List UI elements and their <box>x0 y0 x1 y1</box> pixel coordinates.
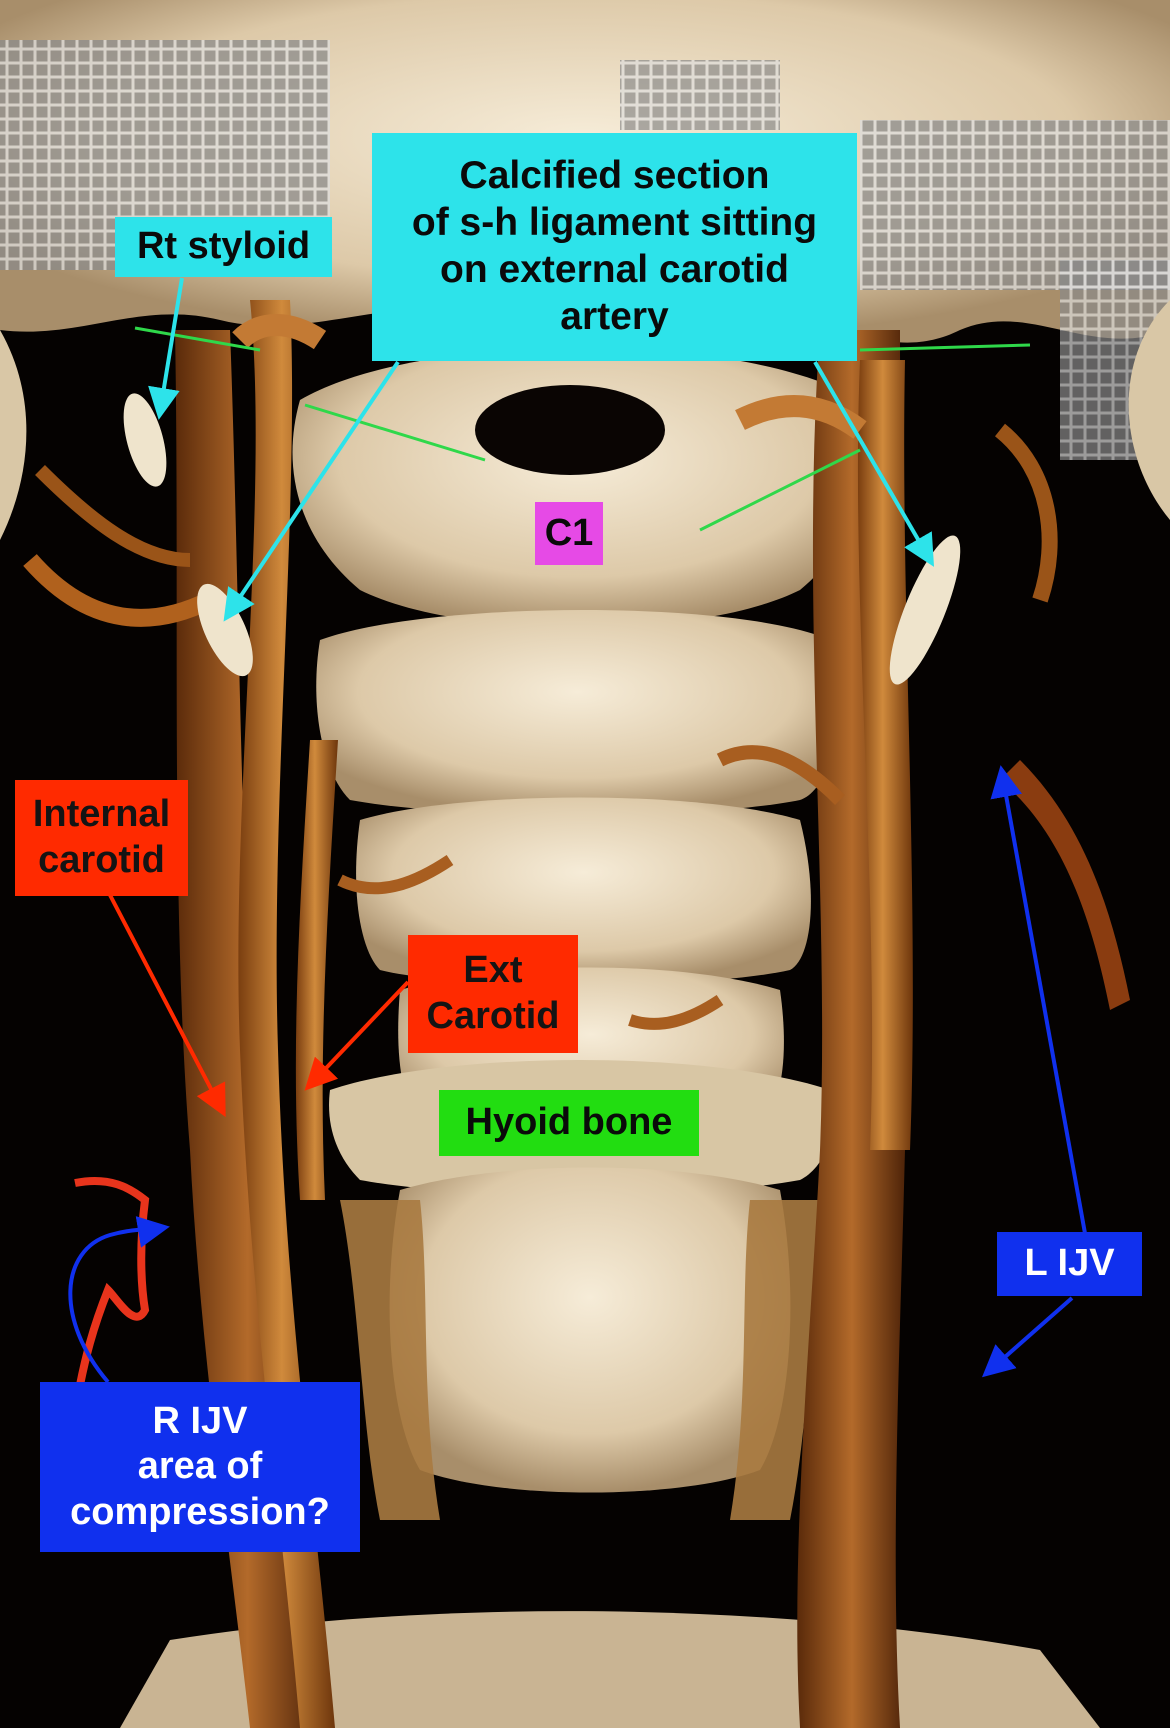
label-rt-styloid-text: Rt styloid <box>136 225 311 268</box>
label-r-ijv-line-1: R IJV <box>152 1399 248 1442</box>
label-r-ijv-line-3: compression? <box>70 1490 330 1533</box>
label-ext-carotid-line-2: Carotid <box>426 995 560 1037</box>
label-internal-carotid-line-1: Internal <box>32 793 171 836</box>
label-ext-carotid-line-1: Ext <box>463 949 523 992</box>
label-l-ijv: L IJV <box>997 1232 1142 1296</box>
label-hyoid-bone-text: Hyoid bone <box>465 1101 673 1144</box>
label-calcified-line-4: artery <box>560 294 669 338</box>
label-r-ijv: R IJV area of compression? <box>40 1382 360 1552</box>
label-calcified-line-2: of s-h ligament sitting <box>411 201 818 245</box>
label-c1-text: C1 <box>544 511 594 554</box>
label-internal-carotid: Internal carotid <box>15 780 188 896</box>
label-r-ijv-line-2: area of <box>137 1445 263 1488</box>
label-rt-styloid: Rt styloid <box>115 217 332 277</box>
label-calcified-section: Calcified section of s-h ligament sittin… <box>372 133 857 361</box>
label-c1: C1 <box>535 502 603 565</box>
label-l-ijv-text: L IJV <box>1024 1242 1115 1285</box>
label-hyoid-bone: Hyoid bone <box>439 1090 699 1156</box>
label-calcified-line-3: on external carotid <box>440 248 789 291</box>
label-internal-carotid-line-2: carotid <box>38 839 165 881</box>
label-calcified-line-1: Calcified section <box>459 154 770 198</box>
label-ext-carotid: Ext Carotid <box>408 935 578 1053</box>
neck-vessels <box>23 300 1130 1728</box>
